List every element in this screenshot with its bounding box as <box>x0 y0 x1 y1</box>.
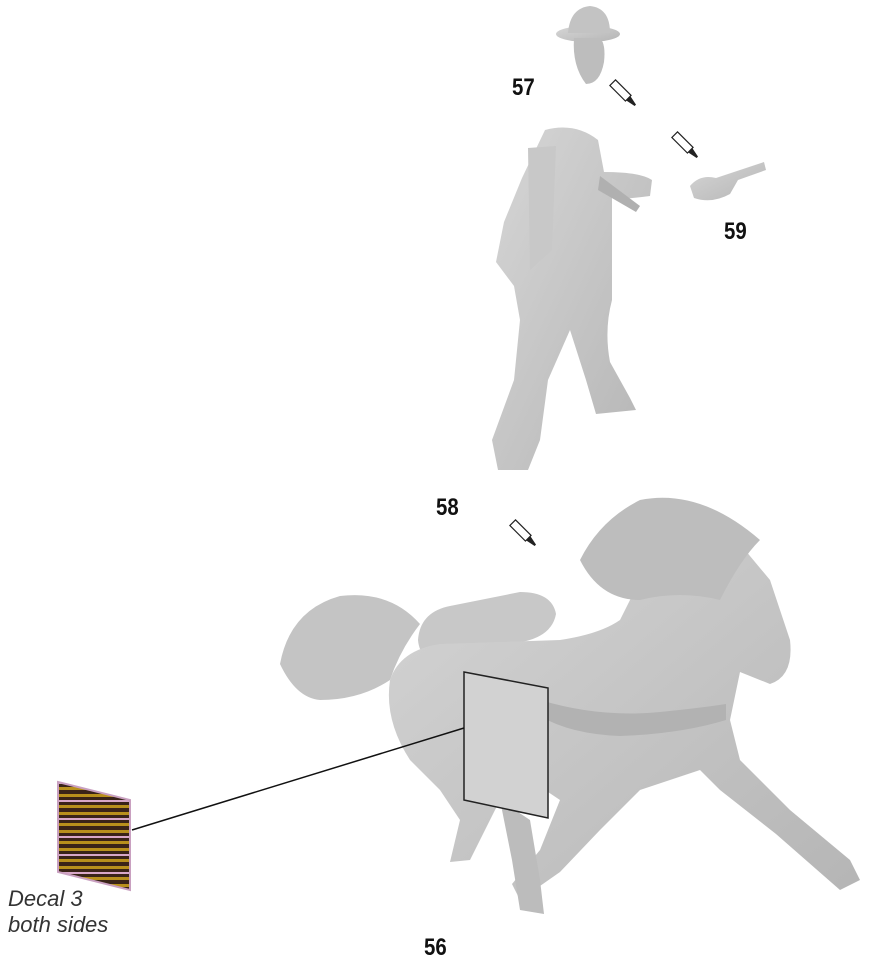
decal-label-line1: Decal 3 <box>8 886 108 912</box>
part-number-58: 58 <box>436 494 459 522</box>
part-56-horse <box>280 498 860 914</box>
part-number-56: 56 <box>424 934 447 962</box>
decal-3-swatch <box>58 782 130 890</box>
glue-tube-icon <box>672 132 700 160</box>
glue-tube-icon <box>510 520 538 548</box>
glue-tube-icon <box>610 80 638 108</box>
part-58-figure <box>492 128 652 470</box>
part-number-57: 57 <box>512 74 535 102</box>
part-number-59: 59 <box>724 218 747 246</box>
decal-label-line2: both sides <box>8 912 108 938</box>
part-57-hat-head <box>556 6 620 84</box>
leader-line <box>132 728 464 830</box>
part-59-hand-revolver <box>690 162 766 200</box>
decal-label: Decal 3 both sides <box>8 886 108 938</box>
